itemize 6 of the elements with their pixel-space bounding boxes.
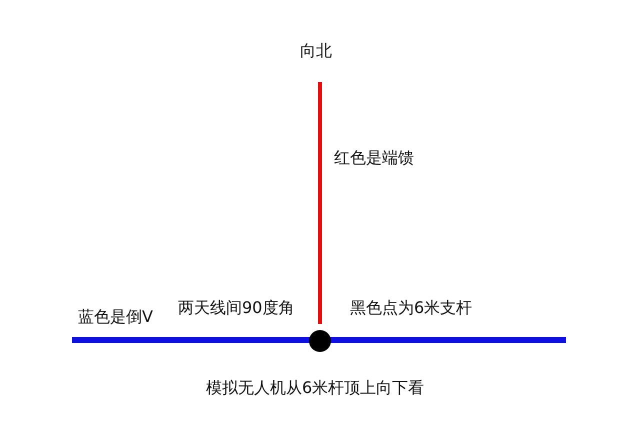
- antenna-label: 红色是端馈: [334, 148, 414, 168]
- caption-text: 模拟无人机从6米杆顶上向下看: [206, 378, 424, 398]
- antenna-label: 蓝色是倒V: [78, 307, 153, 327]
- mast-label: 黑色点为6米支杆: [350, 298, 472, 318]
- angle-label: 两天线间90度角: [178, 298, 294, 318]
- direction-label: 向北: [300, 41, 332, 61]
